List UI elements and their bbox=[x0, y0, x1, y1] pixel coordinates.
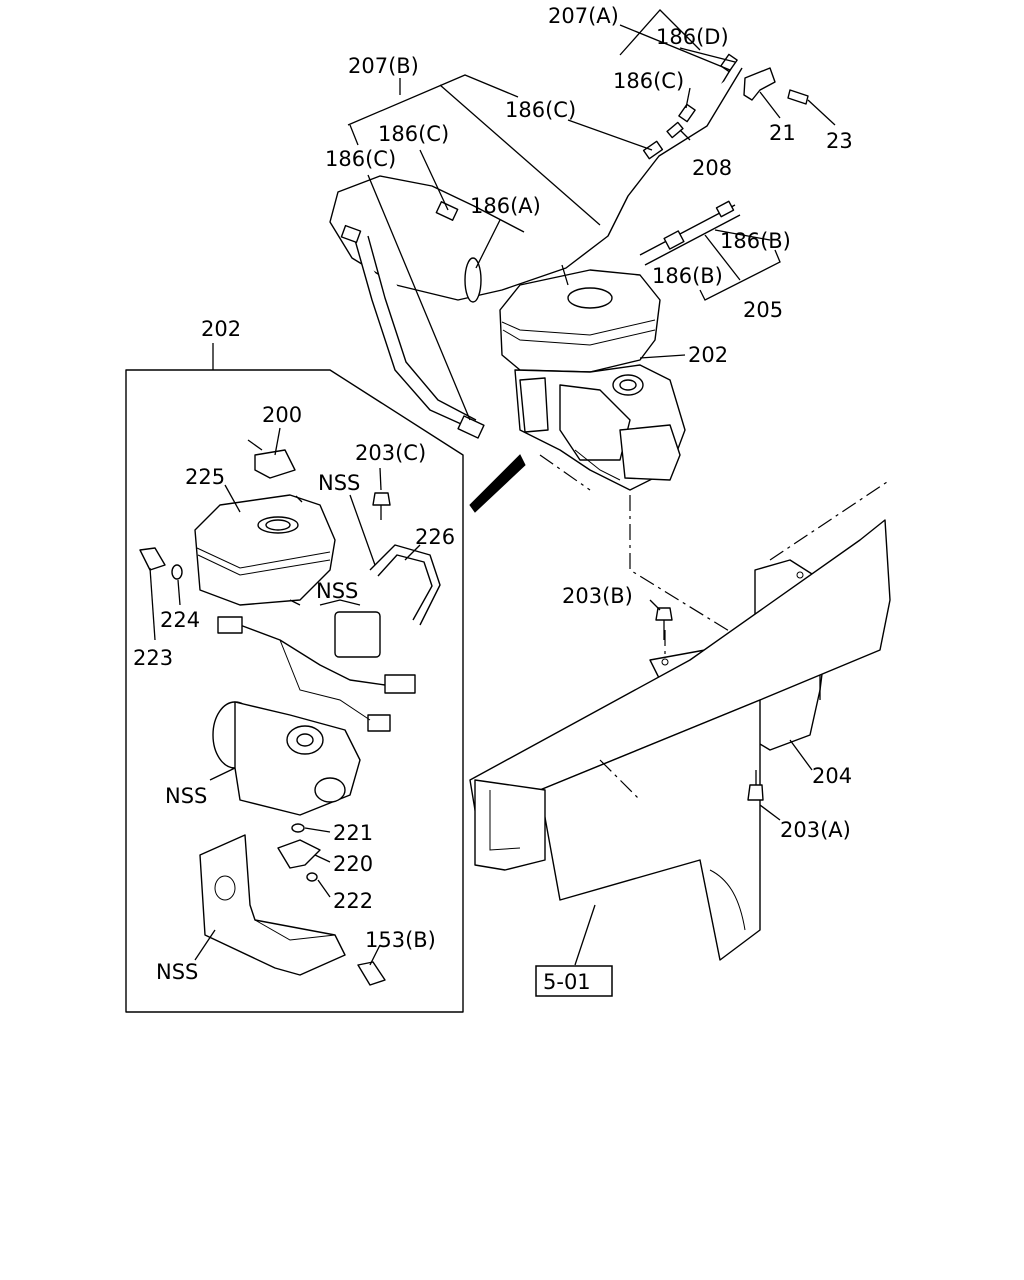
label-207b: 207(B) bbox=[348, 54, 419, 78]
clamp-186c-left bbox=[340, 224, 362, 244]
clamp-186b bbox=[663, 230, 685, 250]
leader-dash-1 bbox=[539, 454, 591, 491]
cap-200 bbox=[254, 449, 296, 479]
label-203b: 203(B) bbox=[562, 584, 633, 608]
label-224: 224 bbox=[160, 608, 200, 632]
label-23: 23 bbox=[826, 129, 853, 153]
label-200: 200 bbox=[262, 403, 302, 427]
joint-208 bbox=[666, 121, 684, 139]
label-21: 21 bbox=[769, 121, 796, 145]
label-208: 208 bbox=[692, 156, 732, 180]
bracket-21 bbox=[743, 67, 776, 101]
clamp-186c-top bbox=[642, 140, 664, 160]
bolt-23 bbox=[787, 89, 809, 105]
label-203c: 203(C) bbox=[355, 441, 426, 465]
label-186c-left2: 186(C) bbox=[325, 147, 396, 171]
bolt-203c bbox=[372, 492, 391, 506]
label-202-main: 202 bbox=[688, 343, 728, 367]
connector-1 bbox=[217, 616, 243, 634]
bolt-203b bbox=[655, 607, 673, 621]
label-153b: 153(B) bbox=[365, 928, 436, 952]
vehicle-frame bbox=[469, 479, 891, 961]
bolt-153b bbox=[357, 961, 386, 986]
leader-lines bbox=[149, 9, 836, 966]
hose-assembly bbox=[329, 53, 809, 439]
label-203a: 203(A) bbox=[780, 818, 851, 842]
label-225: 225 bbox=[185, 465, 225, 489]
module-nss bbox=[334, 611, 381, 658]
label-204: 204 bbox=[812, 764, 852, 788]
label-nss-1: NSS bbox=[318, 471, 360, 495]
clamp-186b-right bbox=[715, 200, 735, 218]
label-186c-left1: 186(C) bbox=[378, 122, 449, 146]
label-186b-1: 186(B) bbox=[720, 229, 791, 253]
label-186c-mid: 186(C) bbox=[505, 98, 576, 122]
bolt-223 bbox=[139, 547, 166, 571]
label-186d: 186(D) bbox=[656, 25, 729, 49]
label-186b-2: 186(B) bbox=[652, 264, 723, 288]
tie-strap-186a bbox=[464, 257, 482, 303]
label-207a: 207(A) bbox=[548, 4, 619, 28]
callout-labels: 207(A) 186(D) 186(C) 207(B) 186(C) 21 23… bbox=[133, 4, 853, 994]
label-nss-4: NSS bbox=[156, 960, 198, 984]
bolt-203a bbox=[747, 784, 764, 801]
pump-assembly-202 bbox=[499, 264, 686, 491]
label-222: 222 bbox=[333, 889, 373, 913]
connector-3 bbox=[367, 714, 391, 732]
bolt-222 bbox=[306, 872, 318, 882]
clamp-186c bbox=[435, 201, 459, 221]
label-221: 221 bbox=[333, 821, 373, 845]
label-223: 223 bbox=[133, 646, 173, 670]
inset-parts bbox=[139, 439, 441, 986]
label-226: 226 bbox=[415, 525, 455, 549]
label-205: 205 bbox=[743, 298, 783, 322]
label-nss-2: NSS bbox=[316, 579, 358, 603]
wiring-harness bbox=[239, 624, 386, 686]
washer-224 bbox=[171, 564, 183, 580]
reservoir-225 bbox=[194, 494, 336, 606]
label-186c-top: 186(C) bbox=[613, 69, 684, 93]
bracket-nss bbox=[199, 834, 346, 976]
label-ref-501: 5-01 bbox=[543, 970, 591, 994]
label-202-box: 202 bbox=[201, 317, 241, 341]
reference-box bbox=[535, 965, 613, 997]
label-nss-3: NSS bbox=[165, 784, 207, 808]
label-220: 220 bbox=[333, 852, 373, 876]
clamp-186c-upper bbox=[678, 103, 696, 123]
clamp-186c-lower bbox=[457, 415, 485, 439]
callout-arrow bbox=[469, 454, 526, 513]
oring-221 bbox=[291, 823, 305, 833]
label-186a: 186(A) bbox=[470, 194, 541, 218]
fitting-220 bbox=[277, 839, 321, 869]
connector-2 bbox=[384, 674, 416, 694]
